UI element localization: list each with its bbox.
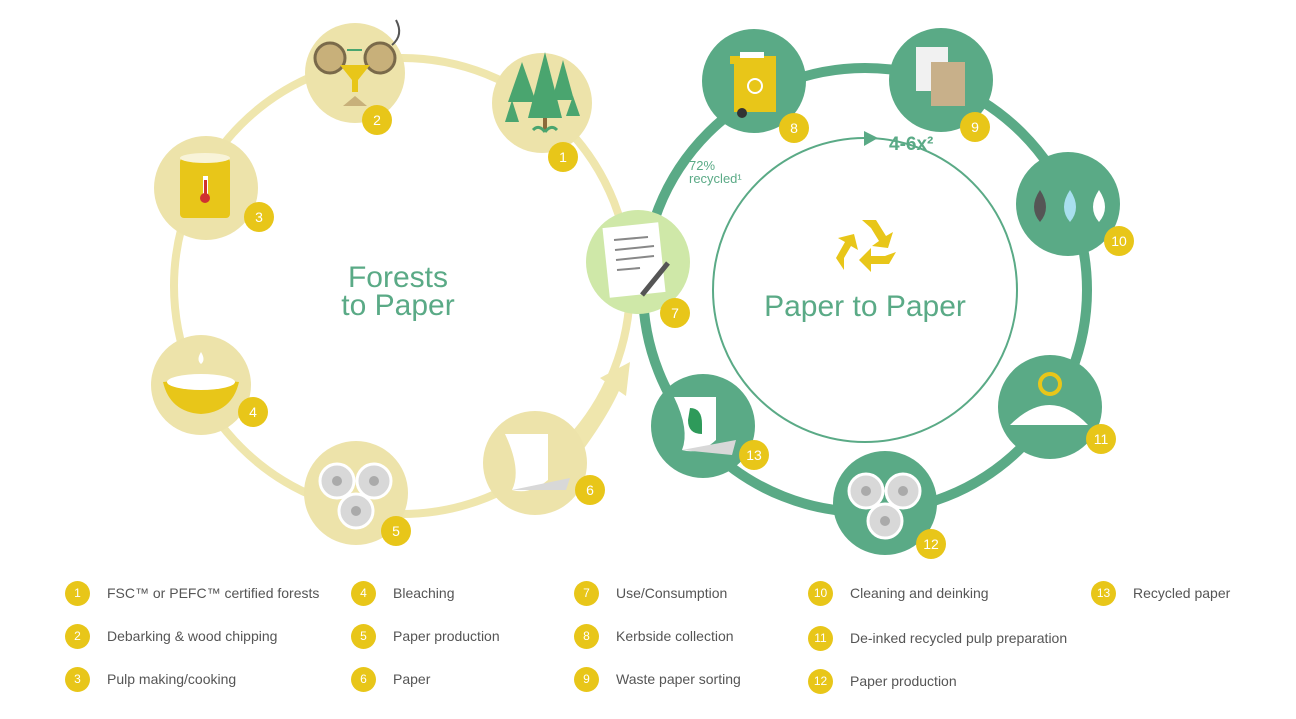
legend-badge: 7 [574, 580, 599, 606]
legend-badge: 6 [351, 666, 376, 692]
recycled-paper-roll-icon [674, 397, 736, 455]
bleaching-bowl-icon [163, 352, 239, 414]
legend-label: Waste paper sorting [616, 671, 741, 687]
legend-label: De-inked recycled pulp preparation [850, 630, 1068, 646]
recycled-share: 72% [689, 158, 715, 173]
legend-badge: 1 [65, 580, 90, 606]
forests-title-line2: to Paper [341, 289, 454, 322]
legend-badge: 3 [65, 666, 90, 692]
step-6-paper [483, 411, 587, 515]
step-number: 13 [746, 447, 762, 463]
step-11-recycled-pulp [998, 355, 1102, 459]
cycles-label: 4-6x² [889, 134, 933, 155]
forest-icon [505, 52, 580, 133]
document-pen-icon [602, 222, 670, 298]
legend-label: Paper production [850, 673, 957, 689]
pulp-cooking-pot-icon [180, 153, 230, 218]
step-number: 8 [790, 120, 798, 136]
step-13-recycled-paper [651, 374, 755, 478]
step-number: 5 [392, 523, 400, 539]
legend-label: Use/Consumption [616, 585, 728, 601]
legend-item: 13 Recycled paper [1091, 580, 1230, 606]
paper-sheet-icon [505, 434, 570, 492]
legend-item: 6 Paper [351, 666, 430, 692]
legend-badge: 12 [808, 668, 833, 694]
paper-rolls-icon [847, 472, 922, 540]
legend-label: Debarking & wood chipping [107, 628, 278, 644]
legend-item: 5 Paper production [351, 623, 500, 649]
step-5-paper-production [304, 441, 408, 545]
step-number: 4 [249, 404, 257, 420]
step-3-pulp [154, 136, 258, 240]
step-number: 7 [671, 305, 679, 321]
legend-item: 9 Waste paper sorting [574, 666, 741, 692]
legend-badge: 5 [351, 623, 376, 649]
legend-item: 7 Use/Consumption [574, 580, 727, 606]
legend-item: 11 De-inked recycled pulp preparation [808, 625, 1067, 651]
legend-item: 12 Paper production [808, 668, 957, 694]
debarking-chipping-icon [313, 19, 401, 106]
legend-label: Paper [393, 671, 431, 687]
step-number: 10 [1111, 233, 1127, 249]
legend-label: Cleaning and deinking [850, 585, 989, 601]
ink-drops-icon [1034, 190, 1105, 222]
legend-badge: 11 [808, 625, 833, 651]
step-number: 11 [1094, 431, 1109, 447]
paper-to-paper-title: Paper to Paper [764, 290, 966, 323]
step-1-forest [492, 52, 592, 153]
step-number: 2 [373, 112, 381, 128]
legend-item: 2 Debarking & wood chipping [65, 623, 277, 649]
legend-badge: 4 [351, 580, 376, 606]
legend-badge: 9 [574, 666, 599, 692]
step-number: 12 [923, 536, 939, 552]
recycled-pulp-icon [1010, 372, 1088, 425]
step-10-cleaning [1016, 152, 1120, 256]
step-12-paper-production [833, 451, 937, 555]
legend-label: Kerbside collection [616, 628, 734, 644]
legend-label: Recycled paper [1133, 585, 1231, 601]
recycling-bin-icon [730, 52, 776, 118]
paper-sorting-icon [916, 47, 965, 106]
recycled-word: recycled¹ [689, 171, 742, 186]
recycle-symbol-icon [836, 220, 896, 272]
legend-badge: 2 [65, 623, 90, 649]
legend-badge: 8 [574, 623, 599, 649]
legend-item: 4 Bleaching [351, 580, 455, 606]
step-number: 6 [586, 482, 594, 498]
legend-label: Bleaching [393, 585, 455, 601]
legend-label: Paper production [393, 628, 500, 644]
step-number: 1 [559, 149, 567, 165]
legend-item: 8 Kerbside collection [574, 623, 734, 649]
step-7-use [586, 210, 690, 314]
step-badges: 1 2 3 4 5 6 7 8 9 10 11 12 13 [238, 105, 1134, 559]
paper-rolls-icon [318, 462, 393, 530]
step-number: 9 [971, 119, 979, 135]
step-number: 3 [255, 209, 263, 225]
legend-item: 3 Pulp making/cooking [65, 666, 236, 692]
cycle-arrow [864, 131, 878, 146]
legend-label: FSC™ or PEFC™ certified forests [107, 585, 320, 601]
forests-title-line1: Forests [348, 261, 448, 294]
legend-badge: 10 [808, 580, 833, 606]
step-9-sorting [889, 28, 993, 132]
legend-badge: 13 [1091, 580, 1116, 606]
step-2-debarking [305, 19, 405, 123]
legend-item: 1 FSC™ or PEFC™ certified forests [65, 580, 319, 606]
legend-item: 10 Cleaning and deinking [808, 580, 989, 606]
step-4-bleaching [151, 335, 251, 435]
legend-label: Pulp making/cooking [107, 671, 237, 687]
step-8-kerbside [702, 29, 806, 133]
